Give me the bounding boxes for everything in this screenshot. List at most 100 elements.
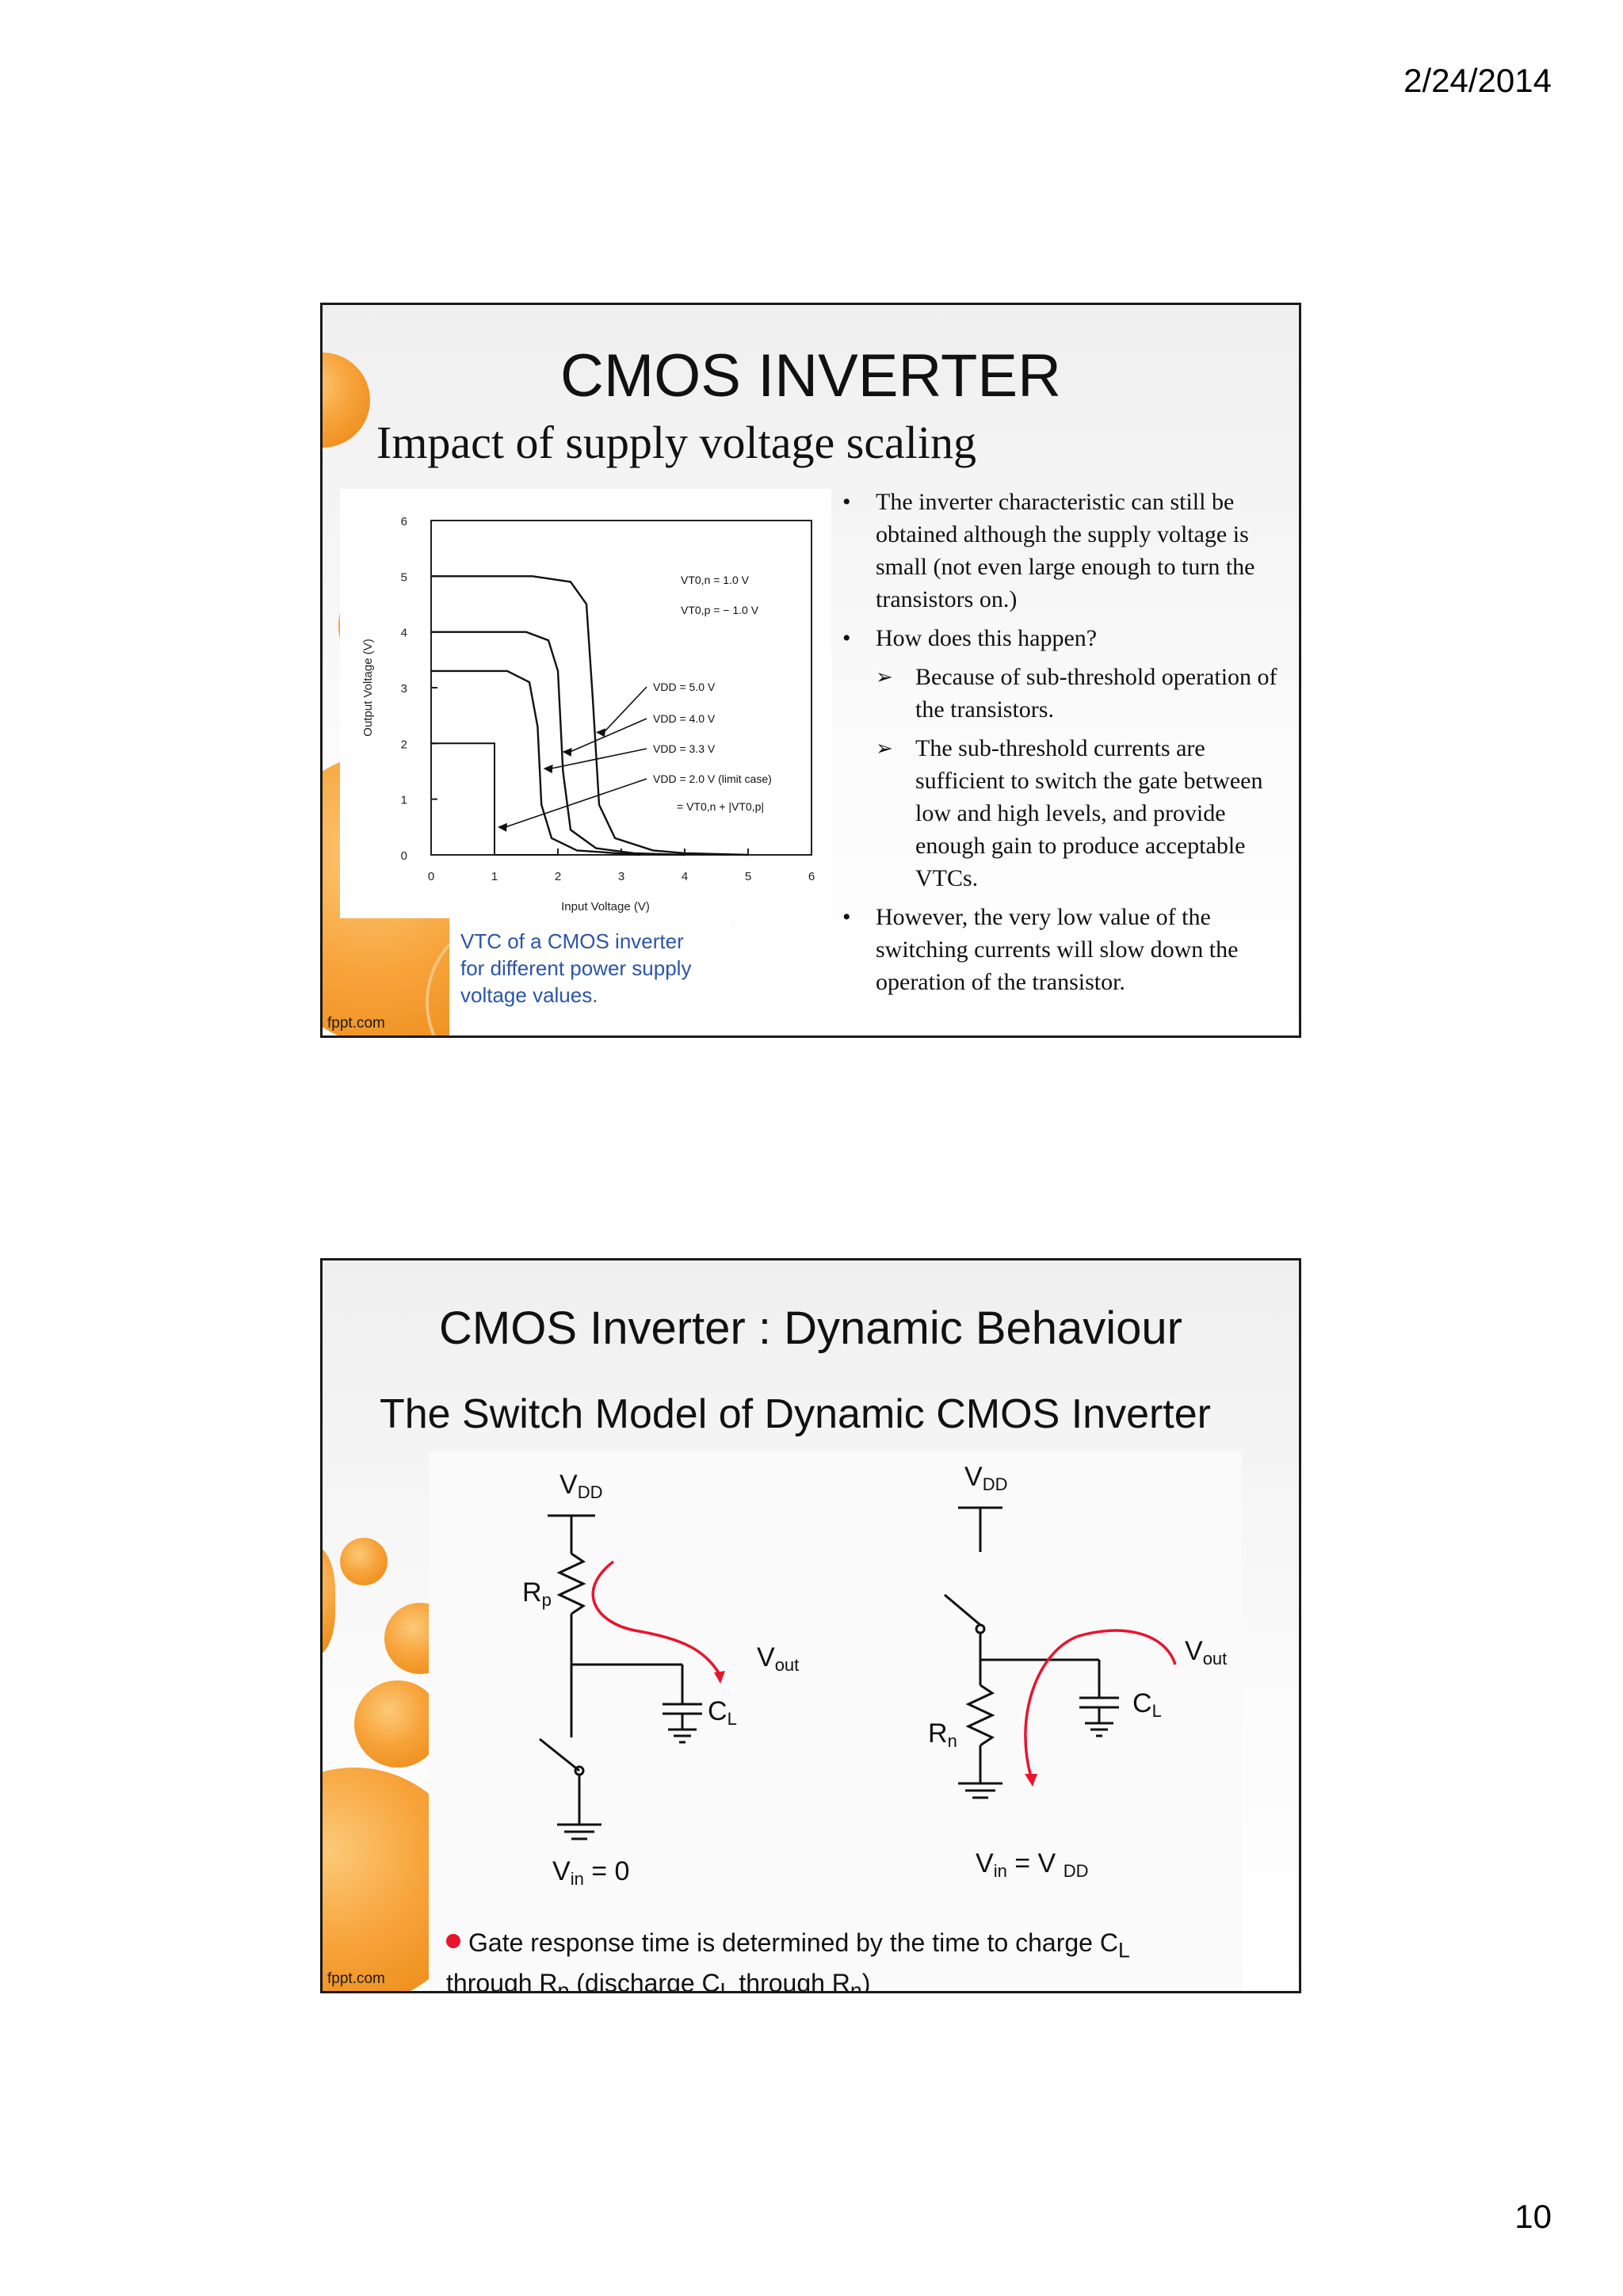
note-text: (discharge C — [569, 1969, 720, 1993]
bullet-text: Because of sub-threshold operation of th… — [915, 664, 1277, 723]
bullet-text: The inverter characteristic can still be… — [876, 489, 1255, 612]
bullet-marker: • — [842, 625, 851, 651]
bullet-text: However, the very low value of the switc… — [876, 904, 1239, 995]
label-cl-right: CL — [1132, 1688, 1162, 1721]
resistor-rn — [965, 1684, 995, 1747]
bullet-text: The sub-threshold currents are sufficien… — [915, 735, 1263, 891]
bullet-marker: • — [842, 489, 851, 515]
sub-bullet-item: ➢ Because of sub-threshold operation of … — [836, 661, 1288, 726]
vtc-series-line — [431, 575, 749, 856]
arrow-bullet-icon: ➢ — [876, 666, 893, 688]
bullet-item: • The inverter characteristic can still … — [836, 486, 1288, 616]
note-text: Gate response time is determined by the … — [468, 1928, 1118, 1957]
open-switch — [944, 1593, 981, 1627]
page-date: 2/24/2014 — [1403, 62, 1552, 99]
series-pointer-arrowhead — [562, 747, 572, 757]
note-text: through R — [731, 1969, 850, 1993]
y-axis-label: Output Voltage (V) — [361, 639, 375, 736]
vtc-series-line — [431, 669, 641, 856]
series-pointer-arrowhead — [498, 822, 507, 832]
y-tick-label: 6 — [401, 515, 407, 528]
charge-circuit — [539, 1514, 702, 1840]
red-bullet-icon — [446, 1934, 460, 1948]
label-vin-right: Vin = V DD — [976, 1848, 1088, 1881]
arrow-head — [1025, 1774, 1037, 1787]
label-vout-left: Vout — [757, 1642, 799, 1675]
x-axis-label: Input Voltage (V) — [561, 900, 650, 913]
label-vdd-right: VDD — [964, 1462, 1007, 1494]
discharge-circuit — [944, 1506, 1119, 1799]
y-tick-label: 3 — [401, 682, 407, 696]
series-pointer-line — [603, 686, 647, 733]
vtc-series-line — [431, 631, 685, 856]
slide-subtitle: The Switch Model of Dynamic CMOS Inverte… — [380, 1391, 1211, 1437]
caption-line: for different power supply — [460, 956, 692, 980]
arrow-head — [714, 1671, 725, 1684]
watermark: fppt.com — [327, 1015, 385, 1032]
y-tick-label: 5 — [401, 570, 407, 584]
series-pointer-line — [551, 748, 647, 769]
y-tick-label: 2 — [401, 738, 407, 751]
discharge-current-arrow — [1024, 1629, 1177, 1778]
x-tick-label: 0 — [428, 870, 434, 883]
series-label: VDD = 3.3 V — [653, 742, 716, 755]
threshold-annotation: VT0,n = 1.0 V — [681, 574, 750, 586]
bullet-marker: • — [842, 904, 851, 930]
label-vdd-left: VDD — [559, 1470, 602, 1502]
series-label: VDD = 5.0 V — [653, 681, 716, 693]
switch-contact — [975, 1623, 986, 1634]
x-tick-label: 5 — [745, 870, 751, 883]
switch-model-svg: VDD Rp Vout CL Vin = 0 — [522, 1462, 1227, 1889]
label-rp: Rp — [522, 1577, 552, 1610]
slide-subtitle: Impact of supply voltage scaling — [376, 417, 977, 468]
x-tick-label: 3 — [618, 870, 624, 883]
x-tick-label: 4 — [682, 870, 688, 883]
page-number: 10 — [1514, 2198, 1552, 2235]
series-label: VDD = 4.0 V — [653, 712, 716, 725]
label-rn: Rn — [928, 1718, 957, 1751]
open-switch — [539, 1737, 580, 1772]
limit-case-note: = VT0,n + |VT0,p| — [677, 800, 764, 813]
y-tick-label: 0 — [401, 849, 407, 863]
resistor-rp — [556, 1552, 586, 1615]
switch-model-diagram: VDD Rp Vout CL Vin = 0 — [429, 1452, 1242, 1993]
series-pointer-line — [505, 778, 647, 828]
note-subscript: p — [557, 1978, 570, 1993]
bullet-item: • However, the very low value of the swi… — [836, 901, 1288, 998]
slide-1: CMOS INVERTER Impact of supply voltage s… — [320, 303, 1301, 1038]
threshold-annotation: VT0,p = − 1.0 V — [681, 604, 759, 616]
note-text: through R — [446, 1969, 558, 1993]
watermark: fppt.com — [327, 1970, 385, 1987]
slide-title: CMOS Inverter : Dynamic Behaviour — [439, 1302, 1182, 1354]
label-vout-right: Vout — [1185, 1636, 1227, 1669]
note-subscript: L — [720, 1978, 732, 1993]
caption-line: VTC of a CMOS inverter — [460, 929, 684, 953]
series-pointer-arrowhead — [596, 728, 605, 738]
x-tick-label: 2 — [555, 870, 561, 883]
note-subscript: L — [1117, 1938, 1130, 1962]
chart-caption-box: VTC of a CMOS inverter for different pow… — [449, 918, 730, 1035]
note-text: ) — [861, 1969, 871, 1993]
x-tick-label: 1 — [491, 870, 498, 883]
label-cl-left: CL — [708, 1696, 737, 1729]
chart-caption: VTC of a CMOS inverter for different pow… — [460, 928, 691, 1009]
gate-response-note: Gate response time is determined by the … — [446, 1926, 1130, 1993]
x-tick-label: 6 — [808, 870, 815, 883]
label-vin-left: Vin = 0 — [552, 1856, 629, 1889]
y-tick-label: 1 — [401, 794, 407, 807]
caption-line: voltage values. — [460, 983, 598, 1007]
bullet-text: How does this happen? — [876, 625, 1098, 651]
series-label: VDD = 2.0 V (limit case) — [653, 772, 772, 785]
charge-current-arrow — [591, 1560, 722, 1676]
bullet-item: • How does this happen? — [836, 622, 1288, 654]
note-subscript: n — [850, 1978, 862, 1993]
series-pointer-line — [570, 718, 647, 753]
series-pointer-arrowhead — [543, 764, 553, 773]
slide-2: CMOS Inverter : Dynamic Behaviour The Sw… — [320, 1258, 1301, 1993]
slide-title: CMOS INVERTER — [559, 342, 1061, 410]
sub-bullet-item: ➢ The sub-threshold currents are suffici… — [836, 732, 1288, 894]
arrow-bullet-icon: ➢ — [876, 737, 893, 760]
y-tick-label: 4 — [401, 627, 407, 640]
